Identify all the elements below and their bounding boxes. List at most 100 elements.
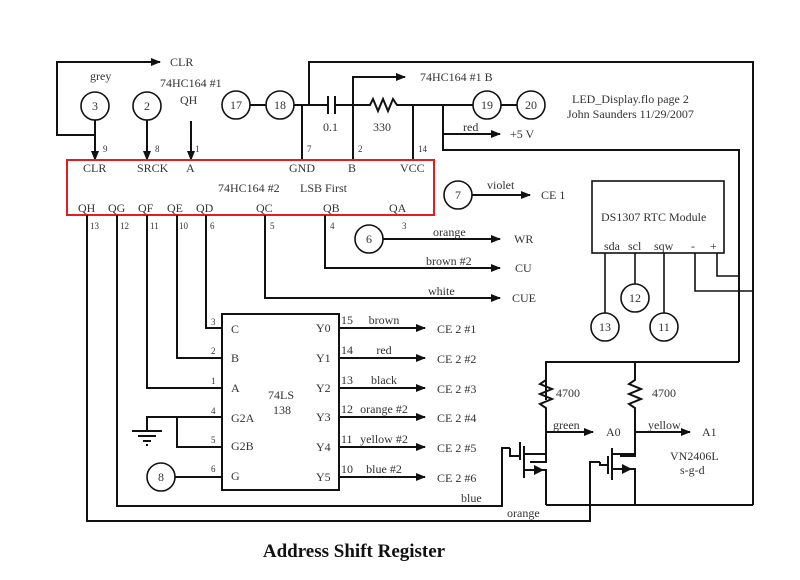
- node-2: 2: [132, 91, 162, 121]
- qh-wire-orange: [86, 215, 600, 522]
- svg-text:19: 19: [481, 98, 493, 112]
- svg-text:12: 12: [629, 291, 641, 305]
- svg-text:20: 20: [525, 98, 537, 112]
- decoder-pin-c: C: [231, 322, 239, 336]
- decoder-inputs: C 3 B 2 A 1 G2A 4 G2B 5 G 6: [211, 317, 255, 483]
- decoder-pin-num-3: 3: [211, 317, 216, 327]
- grey-wire-label: grey: [90, 69, 111, 83]
- pin-qe: QE: [167, 201, 183, 215]
- decoder-output-row: Y4 11 yellow #2 CE 2 #5: [316, 432, 476, 455]
- shift-register-note: LSB First: [300, 181, 348, 195]
- capacitor: [327, 96, 366, 114]
- shift-register-name: 74HC164 #2: [218, 181, 280, 195]
- decoder-output-pin-number: 11: [341, 432, 353, 446]
- rtc-pin-minus: -: [691, 239, 695, 253]
- decoder-pin-num-5: 5: [211, 435, 216, 445]
- svg-text:11: 11: [658, 320, 670, 334]
- rtc-pin-plus: +: [710, 239, 717, 253]
- ce1-target: CE 1: [541, 188, 565, 202]
- svg-text:7: 7: [455, 188, 461, 202]
- decoder-pin-g: G: [231, 469, 240, 483]
- pin-num-9: 9: [103, 144, 108, 154]
- decoder-pin-a: A: [231, 381, 240, 395]
- decoder-output-label: Y5: [316, 470, 331, 484]
- decoder-output-pin-number: 12: [341, 402, 353, 416]
- decoder-output-target: CE 2 #5: [437, 441, 476, 455]
- shift-register-bottom-pins: QH 13 QG 12 QF 11 QE 10 QD 6 QC 5 QB 4 Q…: [78, 201, 407, 231]
- svg-text:6: 6: [366, 232, 372, 246]
- chip1-b-label: 74HC164 #1 B: [420, 70, 493, 84]
- pin-qf: QF: [138, 201, 154, 215]
- decoder-output-pin-number: 15: [341, 313, 353, 327]
- pin-num-6: 6: [210, 221, 215, 231]
- plus5v-label: +5 V: [510, 127, 535, 141]
- diagram-title: Address Shift Register: [263, 541, 446, 562]
- vcc-rail: [442, 105, 740, 362]
- pin-qc: QC: [256, 201, 273, 215]
- decoder-output-target: CE 2 #6: [437, 471, 476, 485]
- pin-b: B: [348, 161, 356, 175]
- chip1-name-label: 74HC164 #1: [160, 76, 222, 90]
- cue-wire-color: white: [428, 284, 455, 298]
- red-wire-label: red: [463, 120, 478, 134]
- rtc-name: DS1307 RTC Module: [601, 210, 706, 224]
- pin-num-3: 3: [402, 221, 407, 231]
- pin-gnd: GND: [289, 161, 315, 175]
- gate2-wire-color: orange: [507, 506, 540, 520]
- pin-num-13: 13: [90, 221, 100, 231]
- svg-text:8: 8: [158, 470, 164, 484]
- pin-num-10: 10: [179, 221, 189, 231]
- decoder-output-pin-number: 14: [341, 343, 353, 357]
- qg-wire-blue: [116, 215, 510, 507]
- chip1-qh-label: QH: [180, 93, 198, 107]
- svg-text:18: 18: [274, 98, 286, 112]
- node-17: 17: [221, 90, 251, 120]
- rtc-module: [591, 180, 725, 254]
- resistor-330-value: 330: [373, 120, 391, 134]
- pin-qa: QA: [389, 201, 407, 215]
- decoder-pin-num-1: 1: [211, 376, 216, 386]
- a1-target: A1: [702, 425, 717, 439]
- mosfet-pinout-label: s-g-d: [680, 463, 705, 477]
- cu-wire-color: brown #2: [426, 254, 472, 268]
- pin-num-4: 4: [330, 221, 335, 231]
- decoder-pin-g2b: G2B: [231, 439, 254, 453]
- decoder-output-label: Y4: [316, 440, 331, 454]
- rtc-plus-wire: [716, 253, 739, 277]
- a1-wire-color: yellow: [648, 418, 681, 432]
- decoder-chip: [221, 313, 340, 491]
- svg-text:3: 3: [92, 99, 98, 113]
- decoder-output-target: CE 2 #2: [437, 352, 476, 366]
- rtc-pin-sda: sda: [604, 239, 621, 253]
- gate1-lead: [509, 448, 520, 457]
- shift-register-top-pins: CLR 9 SRCK 8 A 1 GND 7 B 2 VCC 14: [83, 144, 428, 175]
- rtc-pins: sda scl sqw - +: [604, 239, 717, 253]
- pin-vcc: VCC: [400, 161, 425, 175]
- pin-num-5: 5: [270, 221, 275, 231]
- rtc-pin-sqw: sqw: [654, 239, 674, 253]
- svg-text:17: 17: [230, 98, 242, 112]
- pin-qg: QG: [108, 201, 126, 215]
- qf-wire: [146, 215, 222, 389]
- decoder-output-label: Y3: [316, 410, 331, 424]
- clr-output-label: CLR: [170, 55, 193, 69]
- decoder-pin-b: B: [231, 351, 239, 365]
- decoder-pin-g2a: G2A: [231, 411, 255, 425]
- node-12: 12: [620, 283, 650, 313]
- ground-symbol: [132, 416, 222, 448]
- resistor-4700-1-value: 4700: [556, 386, 580, 400]
- qe-wire: [176, 215, 222, 359]
- decoder-output-wire-color: orange #2: [360, 402, 408, 416]
- node-19: 19: [472, 90, 502, 120]
- node-11: 11: [649, 312, 679, 342]
- node-6: 6: [354, 224, 384, 254]
- pin-num-1: 1: [195, 144, 200, 154]
- cu-target: CU: [515, 261, 532, 275]
- decoder-output-wire-color: yellow #2: [360, 432, 408, 446]
- gate1-wire-color: blue: [461, 491, 482, 505]
